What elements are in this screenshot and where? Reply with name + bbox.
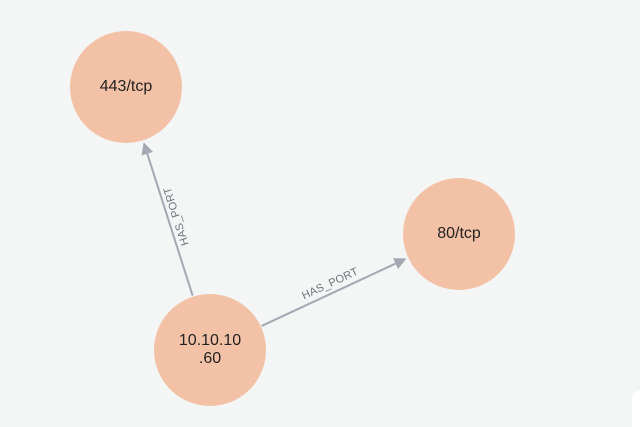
edge-has-port[interactable]: HAS_PORT xyxy=(141,142,194,297)
edge-label: HAS_PORT xyxy=(162,185,192,247)
corner-tab xyxy=(632,391,640,427)
nodes-layer: 443/tcp 80/tcp 10.10.10.60 xyxy=(70,31,515,406)
node-host-10-10-10-60[interactable]: 10.10.10.60 xyxy=(154,294,266,406)
node-circle[interactable] xyxy=(70,31,182,143)
arrowhead-icon xyxy=(393,258,407,269)
edge-line[interactable] xyxy=(261,262,396,327)
edges-layer: HAS_PORT HAS_PORT xyxy=(141,142,407,327)
node-label: 80/tcp xyxy=(437,225,481,242)
node-label: .60 xyxy=(199,350,221,367)
node-circle[interactable] xyxy=(154,294,266,406)
arrowhead-icon xyxy=(141,142,154,156)
node-circle[interactable] xyxy=(403,178,515,290)
node-label: 443/tcp xyxy=(100,78,153,95)
node-port-443[interactable]: 443/tcp xyxy=(70,31,182,143)
edge-has-port[interactable]: HAS_PORT xyxy=(261,258,407,327)
node-port-80[interactable]: 80/tcp xyxy=(403,178,515,290)
node-label: 10.10.10 xyxy=(179,332,241,349)
edge-line[interactable] xyxy=(146,153,194,297)
